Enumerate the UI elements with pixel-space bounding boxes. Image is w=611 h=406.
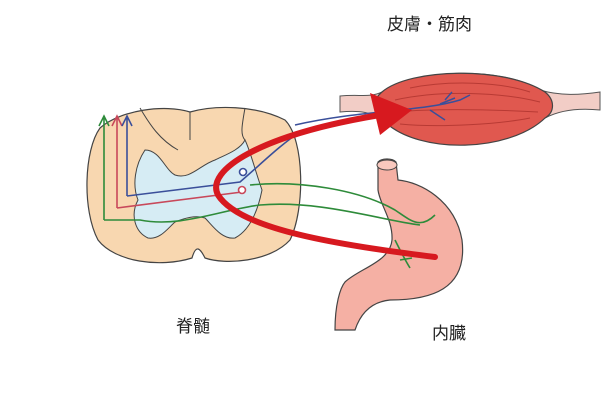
label-skin-muscle: 皮膚・筋肉 — [387, 15, 472, 35]
label-viscera: 内臓 — [432, 324, 466, 344]
referred-pain-arrow — [213, 93, 438, 260]
muscle-illustration — [294, 72, 601, 146]
label-spinal-cord: 脊髄 — [176, 317, 210, 337]
spinal-cord-cross-section — [86, 106, 302, 264]
